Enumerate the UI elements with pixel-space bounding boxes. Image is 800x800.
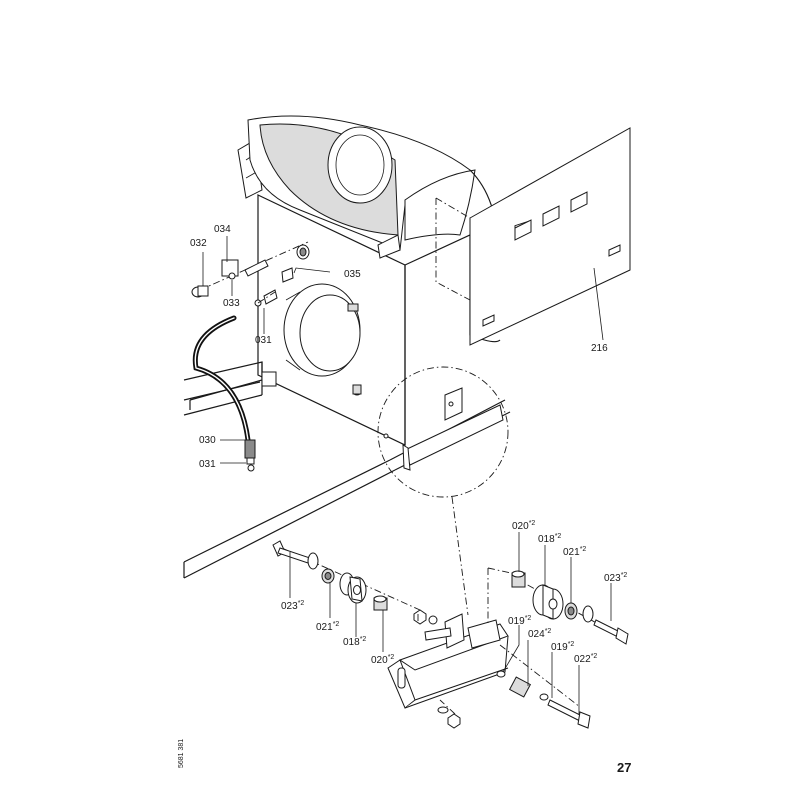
callout-023-left: 023*2 — [281, 600, 304, 612]
callout-030: 030 — [199, 435, 216, 446]
wheel-assembly-right — [496, 570, 629, 729]
callout-020-left: 020*2 — [371, 654, 394, 666]
page-number: 27 — [617, 760, 631, 775]
callout-216: 216 — [591, 343, 608, 354]
callout-021-left: 021*2 — [316, 621, 339, 633]
detail-circle — [377, 366, 509, 616]
left-hardware — [191, 241, 310, 307]
leader-lines — [202, 236, 612, 714]
hose — [192, 315, 256, 472]
callout-labels: 032 034 033 035 031 216 030 031 020*2 01… — [190, 224, 627, 666]
callout-022: 022*2 — [574, 653, 597, 665]
callout-034: 034 — [214, 224, 231, 235]
callout-018-right: 018*2 — [538, 533, 561, 545]
callout-031-upper: 031 — [255, 335, 272, 346]
callout-031-lower: 031 — [199, 459, 216, 470]
callout-024: 024*2 — [528, 628, 551, 640]
callout-023-right: 023*2 — [604, 572, 627, 584]
wheel-assembly-left — [272, 540, 421, 611]
callout-032: 032 — [190, 238, 207, 249]
callout-020-right: 020*2 — [512, 520, 535, 532]
callout-019-upper: 019*2 — [508, 615, 531, 627]
bracket-assembly — [387, 567, 521, 729]
inlet-flange — [283, 283, 362, 396]
callout-033: 033 — [223, 298, 240, 309]
callout-035: 035 — [344, 269, 361, 280]
document-number: 5681 381 — [178, 739, 185, 768]
callout-018-left: 018*2 — [343, 636, 366, 648]
callout-021-right: 021*2 — [563, 546, 586, 558]
callout-019-lower: 019*2 — [551, 641, 574, 653]
cover-panel — [435, 127, 631, 346]
burner-housing — [237, 115, 501, 446]
